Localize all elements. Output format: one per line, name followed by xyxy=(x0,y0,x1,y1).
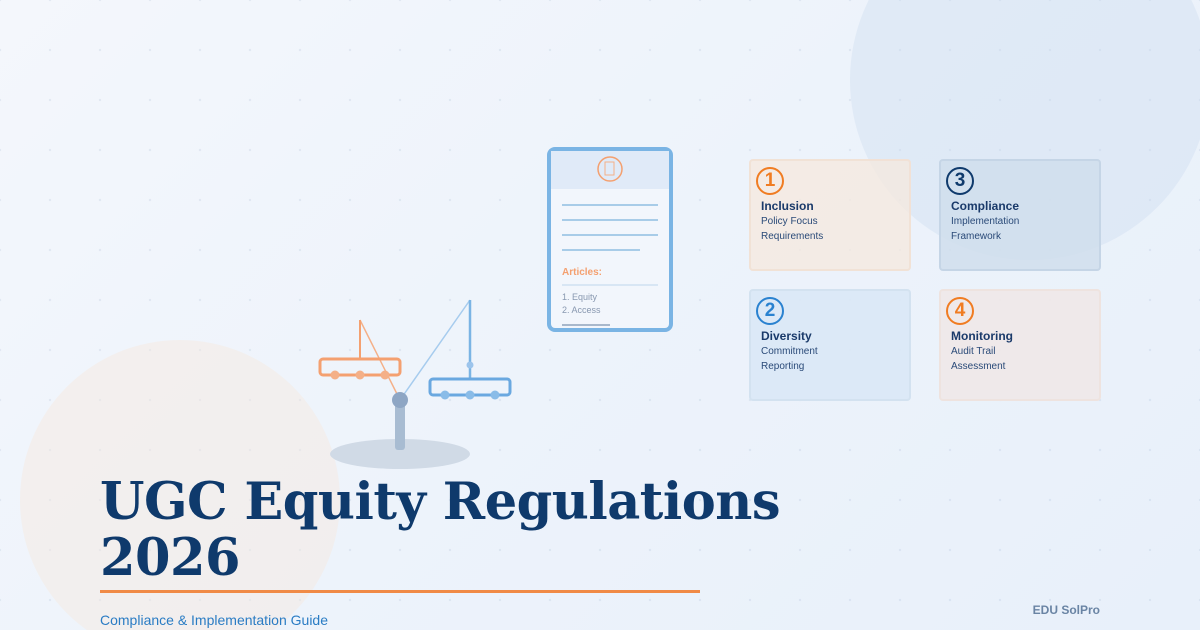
page-title: UGC Equity Regulations 2026 xyxy=(100,472,781,588)
card-compliance: 3 Compliance Implementation Framework xyxy=(939,159,1101,271)
subtitle: Compliance & Implementation Guide xyxy=(100,612,329,628)
card-monitoring: 4 Monitoring Audit Trail Assessment xyxy=(939,289,1101,401)
card-line: Assessment xyxy=(951,361,1006,372)
illustration: Articles: 1. Equity 2. Access xyxy=(318,147,673,469)
number-badge: 3 xyxy=(946,167,974,195)
card-line: Requirements xyxy=(761,231,824,242)
document-icon xyxy=(597,156,623,182)
card-line: Audit Trail xyxy=(951,346,996,357)
card-line: Commitment xyxy=(761,346,818,357)
document-item-2: 2. Access xyxy=(562,305,601,315)
number-badge: 2 xyxy=(756,297,784,325)
accent-divider xyxy=(100,590,700,593)
document-item-1: 1. Equity xyxy=(562,292,598,302)
page-title-line-1: UGC Equity Regulations xyxy=(100,472,781,532)
card-title: Monitoring xyxy=(951,329,1013,343)
number-badge: 4 xyxy=(946,297,974,325)
card-title: Inclusion xyxy=(761,199,814,213)
card-line: Policy Focus xyxy=(761,216,818,227)
card-line: Framework xyxy=(951,231,1002,242)
brand-label: EDU SolPro xyxy=(1032,603,1100,617)
decorative-circle-bottom-left xyxy=(20,340,340,630)
card-line: Implementation xyxy=(951,216,1020,227)
card-diversity: 2 Diversity Commitment Reporting xyxy=(749,289,911,401)
scale-base-shadow xyxy=(330,439,470,469)
document-heading: Articles: xyxy=(562,267,602,278)
card-title: Compliance xyxy=(951,199,1020,213)
card-line: Reporting xyxy=(761,361,805,372)
card-inclusion: 1 Inclusion Policy Focus Requirements xyxy=(749,159,911,271)
balance-scale-icon xyxy=(318,299,512,450)
page-title-line-2: 2026 xyxy=(100,528,240,588)
document-illustration: Articles: 1. Equity 2. Access xyxy=(547,147,673,332)
number-badge: 1 xyxy=(756,167,784,195)
card-title: Diversity xyxy=(761,329,812,343)
